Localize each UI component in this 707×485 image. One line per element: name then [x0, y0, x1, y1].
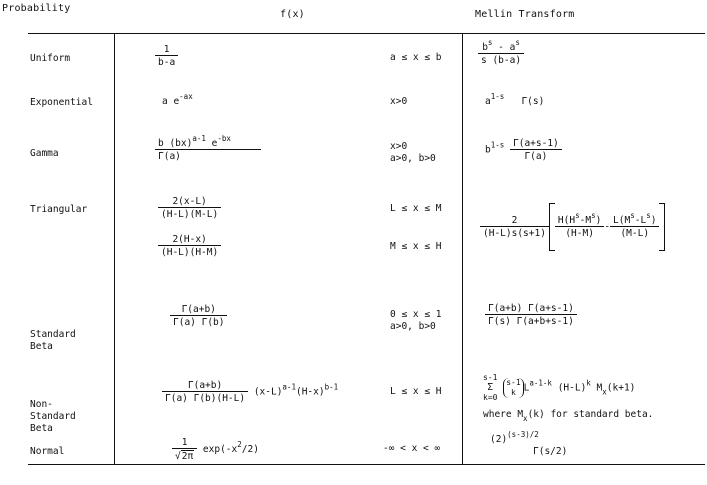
header-fx: f(x) [280, 9, 305, 20]
uniform-support: a ≤ x ≤ b [390, 52, 442, 63]
exponential-mellin: a1-s Γ(s) [485, 92, 545, 107]
standard-beta-pdf: Γ(a+b)Γ(a) Γ(b) [170, 304, 228, 328]
row-label-uniform: Uniform [30, 53, 71, 64]
non-standard-beta-note: where Mx(k) for standard beta. [483, 409, 654, 423]
triangular-pdf-lower: 2(x-L)(H-L)(M-L) [158, 196, 222, 220]
standard-beta-mellin: Γ(a+b) Γ(a+s-1)Γ(s) Γ(a+b+s-1) [485, 303, 577, 327]
right-bracket [659, 203, 666, 251]
triangular-support-upper: M ≤ x ≤ H [390, 241, 442, 252]
header-probability: Probability [2, 3, 71, 14]
header-mellin: Mellin Transform [475, 9, 575, 20]
row-label-normal: Normal [30, 446, 65, 457]
exponential-support: x>0 [390, 96, 408, 107]
column-divider-right [462, 33, 463, 465]
bottom-rule [28, 464, 705, 465]
row-label-exponential: Exponential [30, 97, 93, 108]
left-bracket [548, 203, 555, 251]
header-rule [28, 33, 705, 34]
normal-support: -∞ < x < ∞ [383, 443, 441, 454]
normal-pdf: 1√2π exp(-x2/2) [172, 437, 259, 462]
row-label-triangular: Triangular [30, 204, 88, 215]
gamma-mellin: b1-s Γ(a+s-1)Γ(a) [485, 138, 562, 162]
row-label-gamma: Gamma [30, 148, 59, 159]
non-standard-beta-pdf: Γ(a+b)Γ(a) Γ(b)(H-L) (x-L)a-1(H-x)b-1 [162, 380, 338, 404]
non-standard-beta-support: L ≤ x ≤ H [390, 386, 442, 397]
triangular-pdf-upper: 2(H-x)(H-L)(H-M) [158, 234, 222, 258]
triangular-mellin: 2(H-L)s(s+1)H(Hs-Ms)(H-M)-L(Ms-Ls)(M-L) [480, 203, 666, 251]
triangular-support-lower: L ≤ x ≤ M [390, 203, 442, 214]
column-divider-left [114, 33, 115, 465]
exponential-pdf: a e-ax [162, 92, 193, 107]
